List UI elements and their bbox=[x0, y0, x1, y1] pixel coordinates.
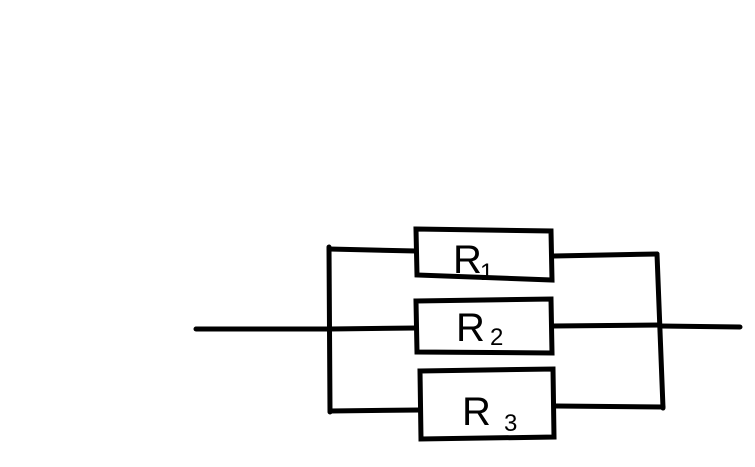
branch-2-right-wire bbox=[550, 322, 663, 329]
right-bus-wire bbox=[654, 251, 666, 411]
branch-2-left-wire bbox=[327, 325, 419, 332]
resistor-3-letter: R bbox=[462, 390, 491, 434]
resistor-2: R 2 bbox=[413, 296, 555, 356]
resistor-1-body bbox=[413, 226, 555, 283]
resistor-1-subscript: 1 bbox=[480, 259, 493, 286]
resistor-3-subscript: 3 bbox=[504, 410, 517, 437]
resistor-3: R 3 bbox=[417, 366, 557, 442]
branch-3-right-wire bbox=[553, 403, 666, 410]
branch-3-left-wire bbox=[327, 407, 423, 414]
branch-1-left-wire bbox=[326, 246, 419, 254]
branch-1-right-wire bbox=[551, 251, 660, 259]
resistor-3-body bbox=[417, 366, 557, 442]
resistor-2-body bbox=[413, 296, 555, 356]
output-wire bbox=[657, 323, 743, 330]
resistor-2-subscript: 2 bbox=[490, 324, 503, 351]
resistor-1-letter: R bbox=[453, 238, 482, 282]
resistor-1: R 1 bbox=[413, 226, 555, 286]
resistor-2-letter: R bbox=[456, 306, 485, 350]
